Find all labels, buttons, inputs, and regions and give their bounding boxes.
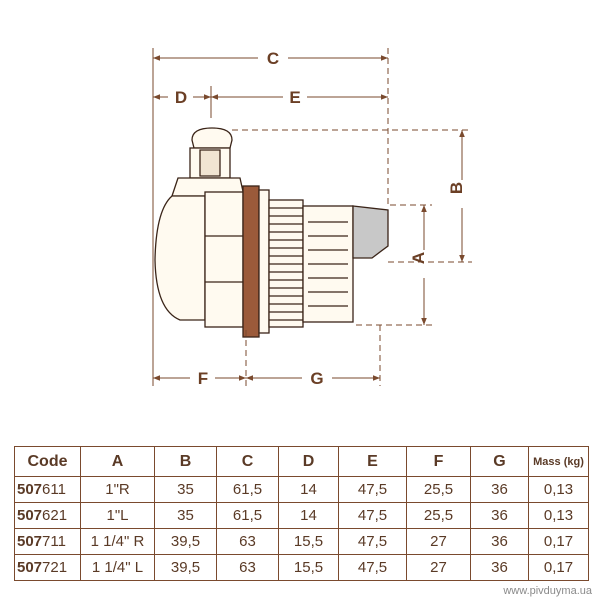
header-c: C	[216, 446, 279, 477]
cell-d: 15,5	[278, 554, 339, 581]
cell-g: 36	[470, 502, 529, 529]
cell-d: 14	[278, 476, 339, 503]
cell-code: 507721	[14, 554, 81, 581]
cell-code: 507621	[14, 502, 81, 529]
dimension-a-label: A	[409, 252, 428, 264]
dimension-d: D	[153, 88, 211, 107]
dimension-g: G	[246, 369, 380, 388]
cell-c: 63	[216, 528, 279, 555]
header-code: Code	[14, 446, 81, 477]
cell-f: 25,5	[406, 502, 471, 529]
dimension-f: F	[153, 369, 246, 388]
table-row: 507611 1"R 35 61,5 14 47,5 25,5 36 0,13	[14, 476, 589, 503]
cell-e: 47,5	[338, 554, 407, 581]
dimension-e: E	[211, 88, 388, 107]
cell-code: 507711	[14, 528, 81, 555]
dimension-f-label: F	[198, 369, 208, 388]
header-f: F	[406, 446, 471, 477]
cell-a: 1 1/4" L	[80, 554, 155, 581]
dimension-c-label: C	[267, 49, 279, 68]
code-suffix: 711	[42, 533, 66, 550]
cell-c: 61,5	[216, 476, 279, 503]
header-g: G	[470, 446, 529, 477]
watermark: www.pivduyma.ua	[503, 585, 592, 597]
dimension-e-label: E	[289, 88, 300, 107]
cell-g: 36	[470, 476, 529, 503]
cell-a: 1 1/4" R	[80, 528, 155, 555]
code-suffix: 721	[42, 559, 68, 576]
cell-f: 27	[406, 528, 471, 555]
header-d: D	[278, 446, 339, 477]
cell-b: 35	[154, 502, 217, 529]
cell-e: 47,5	[338, 502, 407, 529]
extension-lines	[152, 48, 472, 386]
cell-e: 47,5	[338, 528, 407, 555]
cell-d: 15,5	[278, 528, 339, 555]
code-prefix: 507	[17, 533, 43, 550]
dimension-a: A	[409, 205, 428, 325]
valve-illustration	[154, 127, 389, 338]
technical-drawing: C D E B A F G	[152, 48, 472, 388]
dimension-c: C	[153, 49, 388, 68]
specification-table: Code A B C D E F G Mass (kg) 507611 1"R …	[14, 446, 589, 581]
cell-g: 36	[470, 554, 529, 581]
cell-mass: 0,13	[528, 502, 589, 529]
dimension-g-label: G	[310, 369, 323, 388]
cell-c: 63	[216, 554, 279, 581]
cell-mass: 0,17	[528, 554, 589, 581]
cell-b: 39,5	[154, 554, 217, 581]
cell-f: 27	[406, 554, 471, 581]
header-a: A	[80, 446, 155, 477]
cell-mass: 0,13	[528, 476, 589, 503]
dimension-b: B	[447, 130, 466, 262]
cell-mass: 0,17	[528, 528, 589, 555]
header-mass: Mass (kg)	[528, 446, 589, 477]
cell-a: 1"R	[80, 476, 155, 503]
cell-g: 36	[470, 528, 529, 555]
cell-b: 35	[154, 476, 217, 503]
code-prefix: 507	[17, 559, 43, 576]
cell-f: 25,5	[406, 476, 471, 503]
cell-b: 39,5	[154, 528, 217, 555]
cell-code: 507611	[14, 476, 81, 503]
code-suffix: 611	[42, 481, 66, 498]
table-row: 507721 1 1/4" L 39,5 63 15,5 47,5 27 36 …	[14, 554, 589, 581]
dimension-b-label: B	[447, 182, 466, 194]
dimension-d-label: D	[175, 88, 187, 107]
code-prefix: 507	[17, 481, 43, 498]
table-row: 507711 1 1/4" R 39,5 63 15,5 47,5 27 36 …	[14, 528, 589, 555]
cell-e: 47,5	[338, 476, 407, 503]
table-header-row: Code A B C D E F G Mass (kg)	[14, 446, 589, 477]
header-b: B	[154, 446, 217, 477]
cell-c: 61,5	[216, 502, 279, 529]
code-prefix: 507	[17, 507, 43, 524]
table-row: 507621 1"L 35 61,5 14 47,5 25,5 36 0,13	[14, 502, 589, 529]
cell-a: 1"L	[80, 502, 155, 529]
code-suffix: 621	[42, 507, 68, 524]
header-e: E	[338, 446, 407, 477]
cell-d: 14	[278, 502, 339, 529]
